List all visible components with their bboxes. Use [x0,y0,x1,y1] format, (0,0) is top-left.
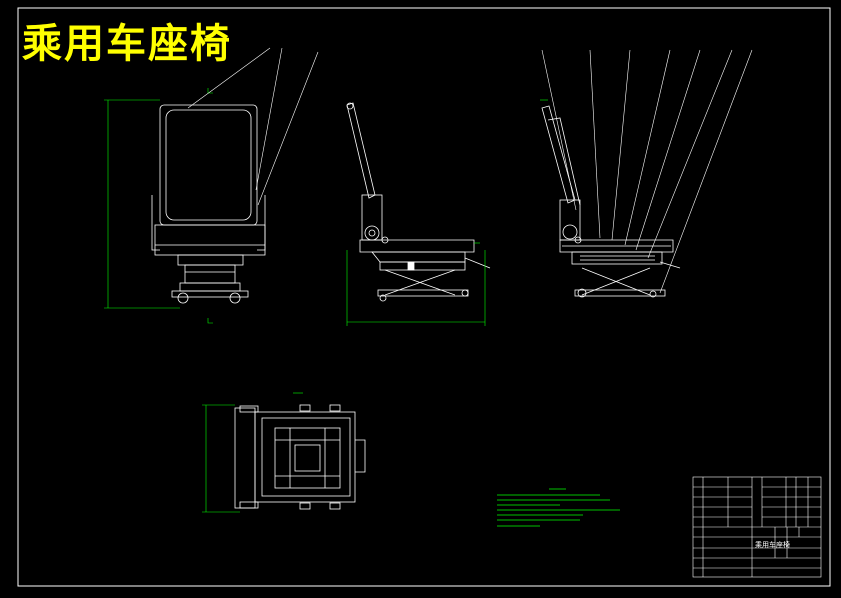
title-block-name: 乘用车座椅 [755,541,790,549]
sheet-border [17,7,831,587]
top-view-dimensions [202,392,303,513]
top-view [234,404,366,510]
front-view-dimensions [104,88,213,324]
front-leaders [187,47,319,206]
front-view [151,104,266,304]
drawing-title: 乘用车座椅 [22,20,232,67]
section-view [541,105,681,298]
title-block [692,476,822,578]
technical-notes [497,488,620,527]
section-leaders [541,49,753,294]
side-view [346,102,491,302]
side-view-dimensions [346,242,486,326]
